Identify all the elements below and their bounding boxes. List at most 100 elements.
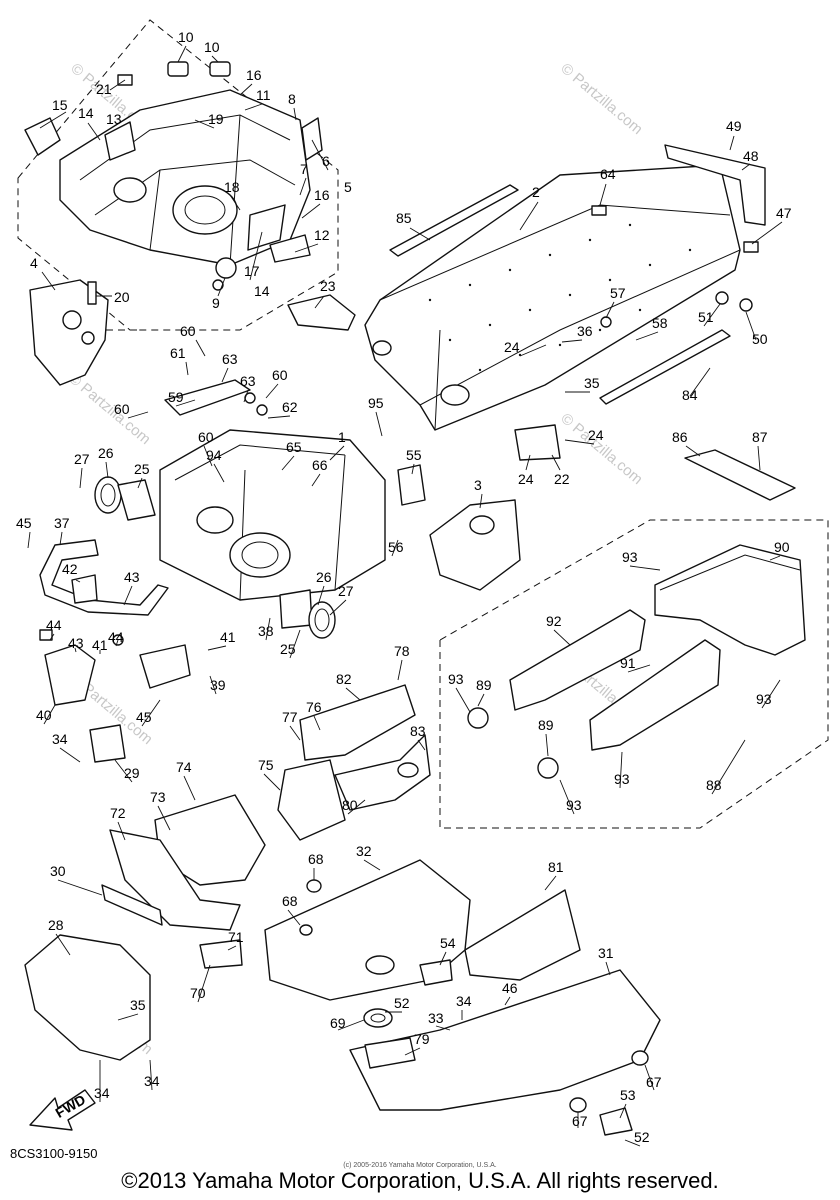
callout-label: 77 [282, 709, 298, 725]
callout-label: 78 [394, 643, 410, 659]
callout-label: 22 [554, 471, 570, 487]
plate-12 [269, 234, 311, 263]
callout-label: 16 [246, 67, 262, 83]
plate-55 [397, 464, 426, 506]
bracket-48 [664, 144, 766, 226]
grille-30 [101, 884, 163, 926]
callout-label: 38 [258, 623, 274, 639]
callout-label: 30 [50, 863, 66, 879]
boot-25b [279, 589, 313, 629]
callout-label: 89 [538, 717, 554, 733]
leader-lines [27, 45, 783, 1147]
callout-label: 9 [212, 295, 220, 311]
callout-label: 4 [30, 255, 38, 271]
callout-label: 13 [106, 111, 122, 127]
callout-label: 62 [282, 399, 298, 415]
callout-label: 82 [336, 671, 352, 687]
mount-89b [537, 757, 559, 779]
callout-label: 36 [577, 323, 593, 339]
gasket-26a [94, 476, 122, 514]
panel-79 [364, 1037, 416, 1069]
callout-label: 52 [394, 995, 410, 1011]
bracket-39 [139, 644, 191, 689]
callout-label: 93 [566, 797, 582, 813]
bolt-50 [739, 298, 753, 312]
callout-label: 50 [752, 331, 768, 347]
callout-label: 90 [774, 539, 790, 555]
callout-label: 35 [130, 997, 146, 1013]
callout-label: 29 [124, 765, 140, 781]
callout-label: 44 [108, 629, 124, 645]
bumper-37 [39, 539, 169, 616]
callout-label: 34 [52, 731, 68, 747]
callout-label: 45 [136, 709, 152, 725]
pad-64 [591, 205, 607, 216]
cover-86 [684, 449, 796, 501]
callout-label: 53 [620, 1087, 636, 1103]
callout-label: 34 [456, 993, 472, 1009]
plate-17 [247, 204, 286, 251]
callout-label: 57 [610, 285, 626, 301]
callout-label: 24 [588, 427, 604, 443]
callout-label: 23 [320, 278, 336, 294]
pad-47 [743, 241, 759, 253]
callout-label: 24 [518, 471, 534, 487]
watermark: © Partzilla.com [65, 370, 153, 448]
callout-label: 60 [272, 367, 288, 383]
callout-label: 7 [300, 161, 308, 177]
panel-82 [299, 684, 416, 761]
bracket-40 [44, 644, 96, 706]
callout-label: 20 [114, 289, 130, 305]
diagram-code: 8CS3100-9150 [10, 1146, 98, 1161]
callout-label: 31 [598, 945, 614, 961]
callout-label: 52 [634, 1129, 650, 1145]
bracket-13 [104, 121, 136, 161]
panel-72 [109, 829, 241, 931]
callout-label: 26 [316, 569, 332, 585]
plate-3 [429, 499, 521, 591]
callout-label: 10 [178, 29, 194, 45]
callout-label: 85 [396, 210, 412, 226]
callout-label: 74 [176, 759, 192, 775]
callout-label: 92 [546, 613, 562, 629]
callout-label: 11 [256, 87, 271, 103]
callout-label: 67 [572, 1113, 588, 1129]
bumper-assembly [39, 539, 191, 763]
callout-label: 91 [620, 655, 636, 671]
pin-20 [87, 281, 97, 305]
mount-89a [467, 707, 489, 729]
callouts: 10 10 21 16 11 8 15 14 13 19 6 18 7 16 5… [16, 29, 792, 1145]
panel-75 [277, 759, 346, 841]
callout-label: 40 [36, 707, 52, 723]
mount-9 [215, 257, 237, 279]
callout-label: 63 [240, 373, 256, 389]
callout-label: 5 [344, 179, 352, 195]
callout-label: 42 [62, 561, 78, 577]
callout-label: 2 [532, 184, 540, 200]
callout-label: 93 [622, 549, 638, 565]
callout-label: 41 [92, 637, 108, 653]
callout-label: 64 [600, 166, 616, 182]
callout-label: 68 [282, 893, 298, 909]
callout-label: 60 [198, 429, 214, 445]
callout-label: 27 [338, 583, 354, 599]
callout-label: 46 [502, 980, 518, 996]
callout-label: 55 [406, 447, 422, 463]
callout-label: 87 [752, 429, 768, 445]
callout-label: 34 [144, 1073, 160, 1089]
boot-25a [117, 479, 156, 521]
fwd-arrow-icon [29, 1089, 96, 1131]
callout-label: 84 [682, 387, 698, 403]
nut-51 [715, 291, 729, 305]
grommet-68b [299, 924, 313, 936]
callout-label: 86 [672, 429, 688, 445]
small-copyright: (c) 2005-2016 Yamaha Motor Corporation, … [343, 1162, 497, 1169]
center-frame-1 [159, 429, 386, 601]
callout-label: 70 [190, 985, 206, 1001]
callout-label: 33 [428, 1010, 444, 1026]
callout-label: 1 [338, 429, 346, 445]
callout-label: 12 [314, 227, 330, 243]
cap-67b [569, 1097, 587, 1113]
callout-label: 14 [254, 283, 270, 299]
